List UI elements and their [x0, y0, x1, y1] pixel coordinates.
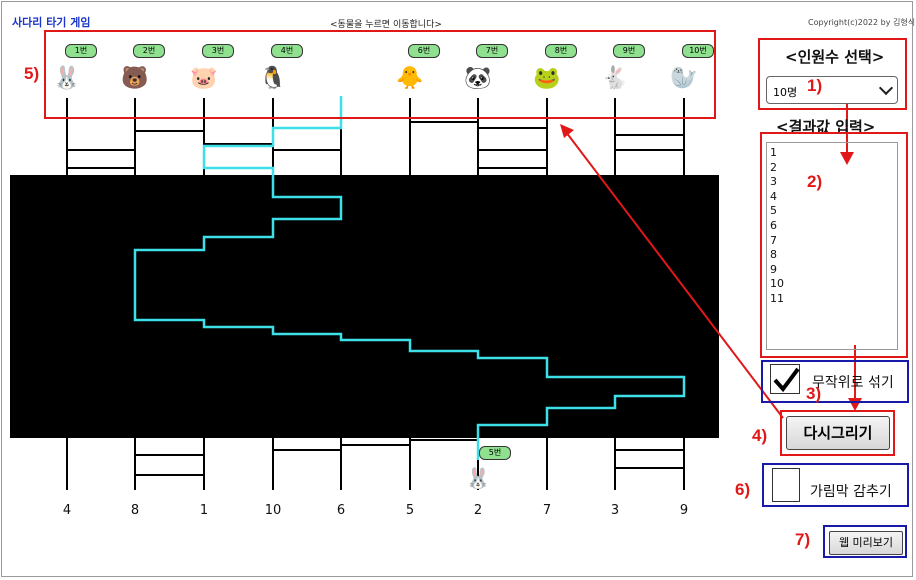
player-10-seal-icon[interactable]: 🦭 [670, 65, 698, 91]
player-7-panda-icon[interactable]: 🐼 [464, 65, 492, 91]
annotation-label-4: 4) [752, 426, 768, 445]
annotation-label-6: 6) [735, 480, 751, 499]
annotation-box-players [44, 30, 716, 119]
result-heading: <결과값 입력> [776, 118, 876, 136]
ladder-rungs [67, 121, 684, 476]
annotation-label-7: 7) [795, 530, 811, 549]
instruction-text: <동물을 누르면 이동합니다> [330, 20, 442, 30]
player-tag-9: 9번 [613, 44, 645, 58]
player-9-rabbit-icon[interactable]: 🐇 [601, 65, 629, 91]
player-tag-10: 10번 [682, 44, 714, 58]
player-count-value: 10명 [773, 86, 798, 99]
count-heading: <인원수 선택> [785, 48, 885, 66]
result-value-9: 3 [610, 503, 620, 518]
result-value-3: 1 [199, 503, 209, 518]
player-tag-1: 1번 [65, 44, 97, 58]
hide-cover-checkbox[interactable] [772, 468, 800, 502]
result-value-10: 9 [679, 503, 689, 518]
player-8-frog-icon[interactable]: 🐸 [533, 65, 561, 91]
copyright-text: Copyright(c)2022 by 김형식 [808, 18, 916, 27]
moving-player-rabbit-icon[interactable]: 🐰 [465, 466, 491, 490]
moving-player-tag: 5번 [479, 446, 511, 460]
web-preview-button[interactable]: 웹 미리보기 [829, 531, 903, 555]
redraw-button[interactable]: 다시그리기 [786, 416, 890, 450]
result-value-4: 10 [264, 503, 282, 518]
annotation-box-redraw [780, 410, 895, 456]
player-tag-2: 2번 [133, 44, 165, 58]
annotation-arrowhead [840, 152, 854, 165]
result-value-8: 7 [542, 503, 552, 518]
result-value-6: 5 [405, 503, 415, 518]
ladder-cover-screen [10, 175, 719, 438]
hide-cover-label: 가림막 감추기 [810, 484, 892, 500]
shuffle-checkbox[interactable] [770, 364, 800, 394]
annotation-box-hide [762, 463, 909, 507]
annotation-label-1: 1) [807, 76, 823, 95]
result-value-1: 4 [62, 503, 72, 518]
player-tag-6: 6번 [408, 44, 440, 58]
player-4-penguin-icon[interactable]: 🐧 [259, 65, 287, 91]
checkmark-icon [773, 367, 800, 393]
annotation-label-2: 2) [807, 172, 823, 191]
player-route-path [133, 96, 686, 460]
player-tag-8: 8번 [545, 44, 577, 58]
player-tag-4: 4번 [271, 44, 303, 58]
annotation-box-web [823, 525, 907, 558]
annotation-box-count [758, 38, 907, 110]
player-tag-3: 3번 [202, 44, 234, 58]
player-1-rabbit-icon[interactable]: 🐰 [53, 65, 81, 91]
player-6-chick-icon[interactable]: 🐥 [396, 65, 424, 91]
annotation-box-results [760, 132, 908, 358]
player-3-pig-icon[interactable]: 🐷 [190, 65, 218, 91]
annotation-arrowhead [560, 124, 574, 138]
annotation-arrow [565, 131, 784, 419]
shuffle-label: 무작위로 섞기 [812, 375, 894, 391]
player-count-select[interactable]: 10명 [766, 76, 898, 104]
game-title: 사다리 타기 게임 [12, 16, 91, 29]
annotation-label-5: 5) [24, 64, 40, 83]
annotation-label-3: 3) [806, 384, 822, 403]
result-value-2: 8 [130, 503, 140, 518]
annotation-box-shuffle [761, 360, 909, 403]
player-tag-7: 7번 [476, 44, 508, 58]
result-value-7: 2 [473, 503, 483, 518]
result-values-textarea[interactable]: 1 2 3 4 5 6 7 8 9 10 11 [766, 142, 898, 350]
player-2-bear-icon[interactable]: 🐻 [121, 65, 149, 91]
result-value-5: 6 [336, 503, 346, 518]
